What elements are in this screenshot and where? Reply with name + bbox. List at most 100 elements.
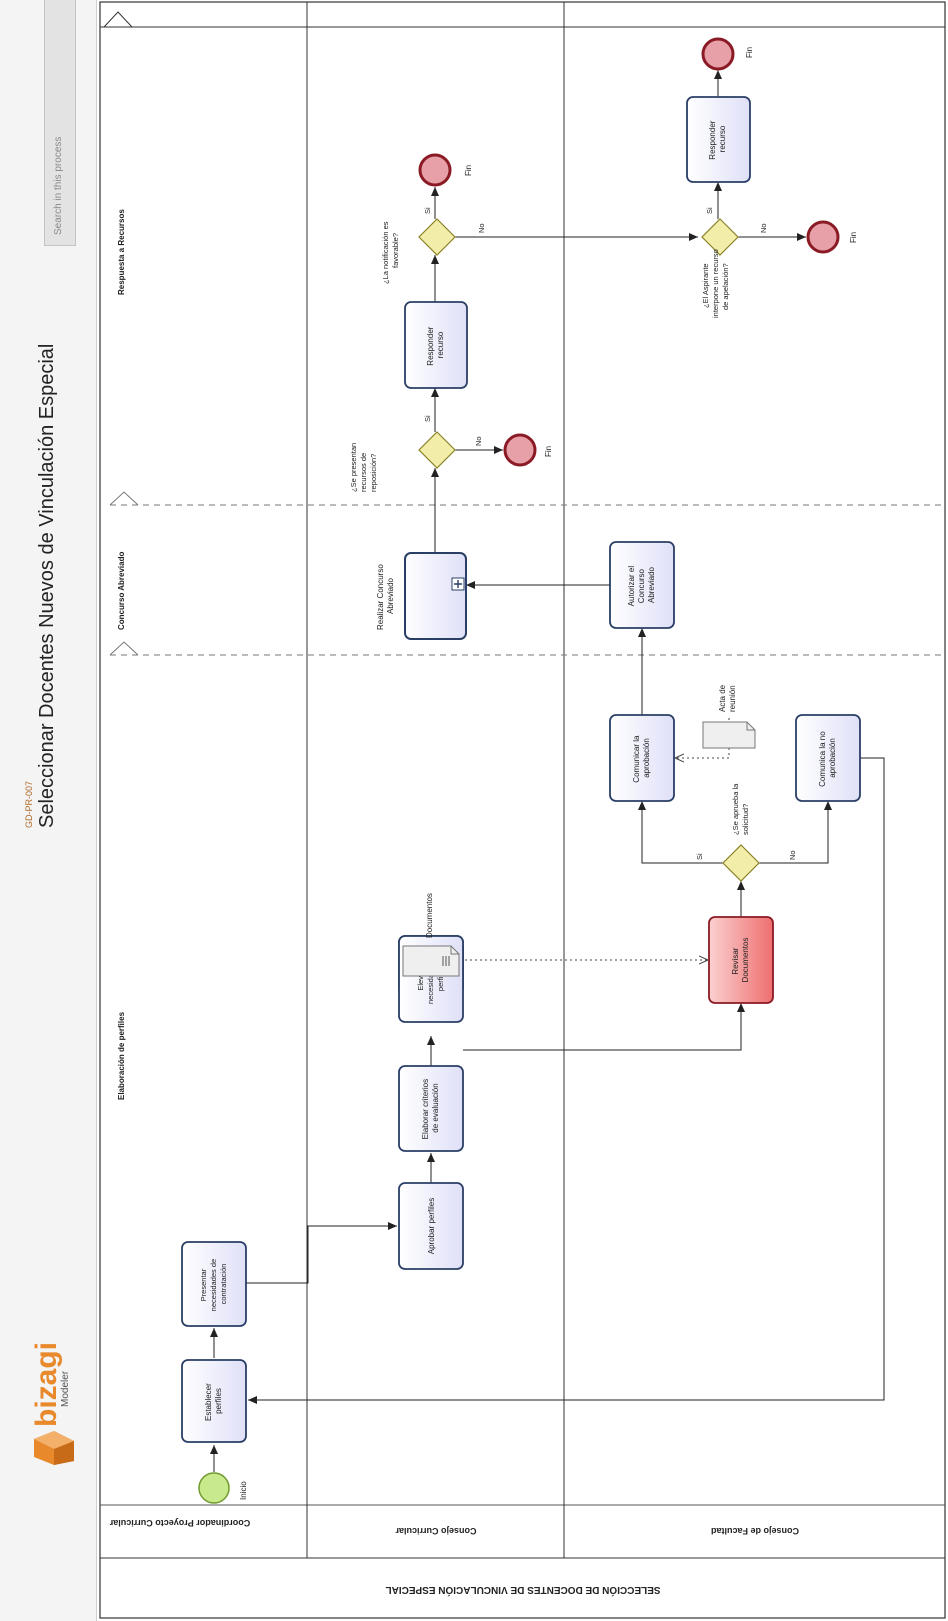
start-label: Inicio: [239, 1481, 248, 1500]
svg-text:Aprobar perfiles: Aprobar perfiles: [427, 1198, 436, 1254]
bizagi-logo: bizagi Modeler: [14, 1342, 78, 1465]
pool: SELECCIÓN DE DOCENTES DE VINCULACIÓN ESP…: [99, 1, 946, 1619]
svg-text:Presentar necesidades de: Presentar necesidades de contratación: [199, 1257, 228, 1312]
svg-text:Realizar Concurso Abrevi: Realizar Concurso Abreviado: [376, 562, 395, 630]
search-input[interactable]: Search in this process: [44, 0, 76, 246]
task-label: recurso: [436, 331, 445, 358]
task-label: Aprobar perfiles: [427, 1198, 436, 1254]
gateway-label: favorable?: [391, 233, 400, 268]
end-label: Fin: [464, 165, 473, 176]
svg-text:Autorizar el Concurso: Autorizar el Concurso Abreviado: [627, 564, 656, 607]
milestone-respuesta: Respuesta a Recursos: [117, 209, 126, 295]
gateway-apelacion[interactable]: ¿El Aspirante interpone un recurso de ap…: [701, 207, 768, 318]
task-label: Establecer: [204, 1383, 213, 1421]
task-aprobar-perfiles[interactable]: Aprobar perfiles: [398, 1182, 464, 1270]
gateway-label: ¿Se aprueba la: [731, 783, 740, 835]
milestones: Elaboración de perfiles Concurso Abrevia…: [100, 11, 945, 1100]
task-label: Elaborar criterios: [421, 1079, 430, 1139]
lanes: Coordinador Proyecto Curricular Consejo …: [109, 2, 799, 1558]
gateway-label: reposición?: [369, 454, 378, 492]
gateway-label: ¿El Aspirante: [701, 263, 710, 308]
task-label: Autorizar el: [627, 566, 636, 607]
end-label: Fin: [849, 232, 858, 243]
svg-text:¿La notificación es favo: ¿La notificación es favorable?: [381, 219, 400, 284]
gateway-label: de apelación?: [721, 263, 730, 310]
flow-label-no: No: [474, 436, 483, 446]
task-responder-recurso[interactable]: Responder recurso: [404, 301, 468, 389]
milestone-concurso: Concurso Abreviado: [117, 552, 126, 630]
task-label: Responder: [708, 120, 717, 159]
task-label: Responder: [426, 326, 435, 365]
gateway-notificacion-favorable[interactable]: ¿La notificación es favorable? Si No: [381, 207, 486, 284]
task-label: perfiles: [214, 1388, 223, 1414]
svg-text:Comunica la no aprobació: Comunica la no aprobación: [818, 729, 837, 787]
task-autorizar-concurso[interactable]: Autorizar el Concurso Abreviado: [609, 541, 675, 629]
task-label: Documentos: [741, 938, 750, 983]
lane-label-coordinador: Coordinador Proyecto Curricular: [109, 1518, 250, 1528]
data-object-acta-reunion[interactable]: Acta de reunión: [702, 683, 756, 749]
gateway-aprueba-solicitud[interactable]: ¿Se aprueba la solicitud? Si No: [695, 782, 797, 882]
svg-text:Acta de reunión: Acta de reunión: [718, 683, 737, 712]
flow-label-si: Si: [695, 853, 704, 860]
task-responder-recurso-apelacion[interactable]: Responder recurso: [686, 96, 751, 183]
lane-label-consejo-curricular: Consejo Curricular: [395, 1526, 477, 1536]
svg-text:Responder recurso: Responder recurso: [708, 118, 727, 159]
end-event[interactable]: Fin: [503, 433, 553, 467]
task-label: Elevar: [416, 969, 425, 991]
milestone-elaboracion: Elaboración de perfiles: [117, 1011, 126, 1100]
task-label: perfiles: [436, 967, 445, 991]
end-label: Fin: [544, 446, 553, 457]
svg-text:¿El Aspirante interpone: ¿El Aspirante interpone un recurso de ap…: [701, 247, 730, 318]
svg-text:Establecer perfiles: Establecer perfiles: [204, 1381, 223, 1421]
task-establecer-perfiles[interactable]: Establecer perfiles: [181, 1359, 247, 1443]
task-label: Concurso: [637, 568, 646, 603]
gateway-label: recursos de: [359, 453, 368, 492]
data-object-label: Acta de: [718, 684, 727, 712]
task-label: Abreviado: [386, 577, 395, 614]
task-label: necesidades y: [426, 956, 435, 1004]
flow-label-si: Si: [423, 415, 432, 422]
task-label: Comunicar la: [632, 735, 641, 783]
end-event[interactable]: Fin: [418, 153, 473, 187]
flow-label-no: No: [759, 223, 768, 233]
flow-label-si: Si: [423, 207, 432, 214]
task-comunica-no-aprobacion[interactable]: Comunica la no aprobación: [795, 714, 861, 802]
task-elevar-label-group: Elevar necesidades y perfiles: [416, 956, 445, 1004]
bizagi-cube-icon: [34, 1431, 74, 1465]
process-header: bizagi Modeler GD-PR-007 Seleccionar Doc…: [0, 0, 97, 1621]
task-label: de evaluación: [431, 1083, 440, 1132]
task-label: contratación: [219, 1264, 228, 1305]
task-label: Comunica la no: [818, 731, 827, 787]
gateway-label: ¿Se presentan: [349, 443, 358, 492]
flow-label-no: No: [477, 223, 486, 233]
task-revisar-documentos[interactable]: Revisar Documentos: [708, 916, 774, 1004]
task-label: Realizar Concurso: [376, 564, 385, 630]
gateway-label: ¿La notificación es: [381, 221, 390, 284]
svg-text:Revisar Documentos: Revisar Documentos: [731, 938, 750, 983]
task-elaborar-criterios[interactable]: Elaborar criterios de evaluación: [398, 1065, 464, 1152]
svg-text:¿Se presentan recursos d: ¿Se presentan recursos de reposición?: [349, 441, 378, 492]
task-label: Abreviado: [647, 566, 656, 603]
svg-text:¿Se aprueba la solicitud: ¿Se aprueba la solicitud?: [731, 782, 750, 835]
task-label: necesidades de: [209, 1259, 218, 1312]
data-object-label: reunión: [728, 685, 737, 712]
end-event[interactable]: Fin: [701, 37, 754, 71]
task-label: Presentar: [199, 1268, 208, 1301]
task-label: aprobación: [642, 738, 651, 778]
end-event[interactable]: Fin: [806, 220, 858, 254]
task-comunicar-aprobacion[interactable]: Comunicar la aprobación: [609, 714, 675, 802]
svg-text:Responder recurso: Responder recurso: [426, 324, 445, 365]
task-presentar-necesidades[interactable]: Presentar necesidades de contratación: [181, 1241, 247, 1327]
task-label: recurso: [718, 125, 727, 152]
data-object-documentos[interactable]: Documentos: [402, 893, 460, 977]
flow-label-no: No: [788, 850, 797, 860]
task-label: Revisar: [731, 947, 740, 974]
gateway-presentan-recursos[interactable]: ¿Se presentan recursos de reposición? Si…: [349, 415, 483, 492]
pool-label: SELECCIÓN DE DOCENTES DE VINCULACIÓN ESP…: [385, 1584, 660, 1597]
flow-label-si: Si: [705, 207, 714, 214]
subprocess-realizar-concurso[interactable]: Realizar Concurso Abreviado: [376, 552, 467, 640]
gateway-label: interpone un recurso: [711, 249, 720, 318]
start-event[interactable]: Inicio: [198, 1472, 248, 1504]
lane-label-consejo-facultad: Consejo de Facultad: [711, 1526, 799, 1536]
